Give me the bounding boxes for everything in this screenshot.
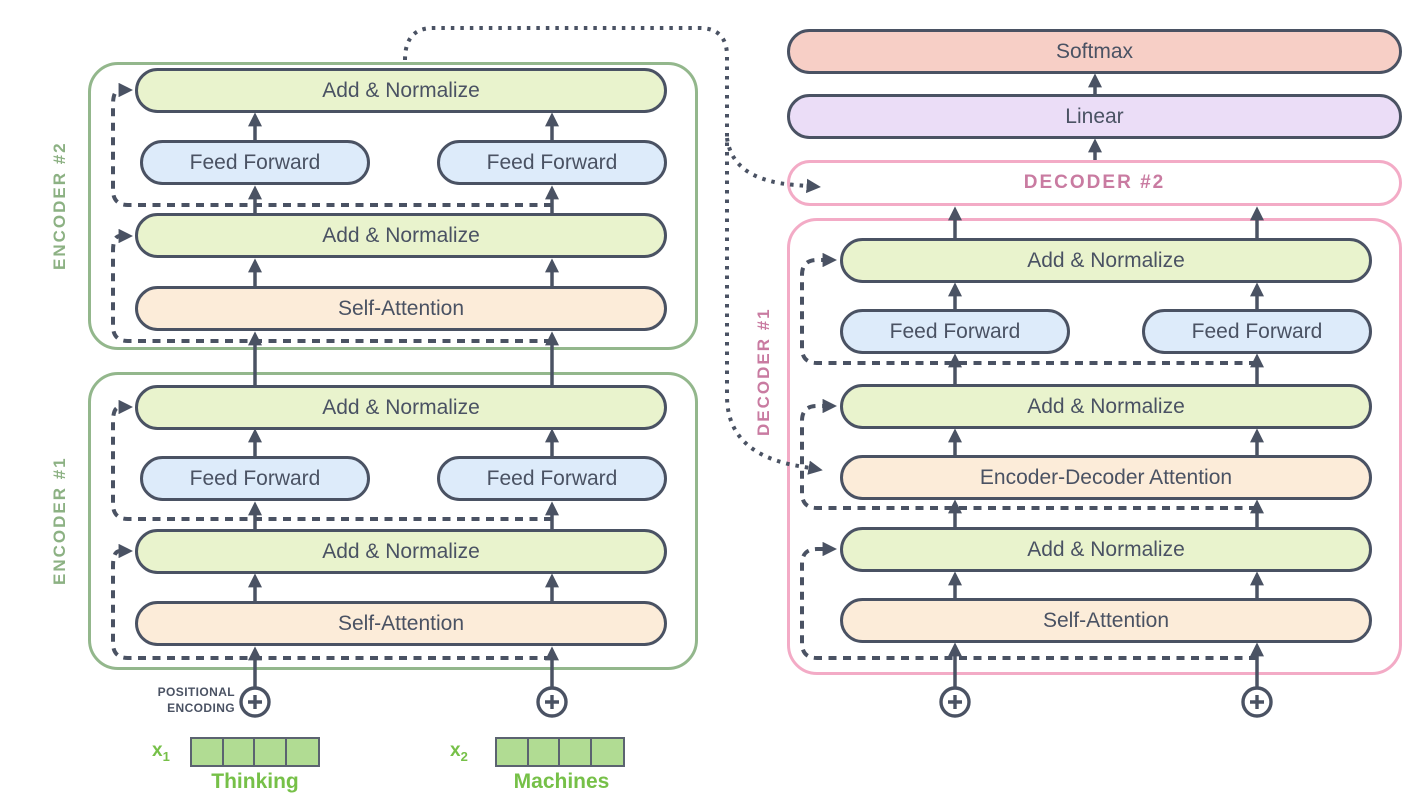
encoder2-self-attention: Self-Attention [135, 286, 667, 331]
encoder-to-decoder-dotted-connections [403, 26, 823, 475]
encoder-1-box [88, 372, 698, 670]
encoder1-feed-forward-left: Feed Forward [140, 456, 370, 501]
decoder-2-label: DECODER #2 [1023, 172, 1166, 193]
token-1-embedding-vector [190, 737, 320, 767]
decoder1-feed-forward-right: Feed Forward [1142, 309, 1372, 354]
softmax-box: Softmax [787, 29, 1402, 74]
encoder2-add-normalize-top: Add & Normalize [135, 68, 667, 113]
decoder1-add-normalize-mid: Add & Normalize [840, 384, 1372, 429]
plus-circle-icon-group [239, 686, 1273, 718]
decoder1-self-attention: Self-Attention [840, 598, 1372, 643]
decoder-1-stack-label: DECODER #1 [754, 307, 773, 437]
encoder-2-stack-label: ENCODER #2 [50, 141, 69, 271]
encoder-1-stack-label: ENCODER #1 [50, 456, 69, 586]
positional-encoding-label: POSITIONAL ENCODING [157, 685, 235, 715]
decoder-1-box [787, 218, 1402, 675]
encoder1-add-normalize-top: Add & Normalize [135, 385, 667, 430]
encoder2-add-normalize-mid: Add & Normalize [135, 213, 667, 258]
linear-box: Linear [787, 94, 1402, 139]
decoder1-encoder-decoder-attention: Encoder-Decoder Attention [840, 455, 1372, 500]
token-2-word: Machines [513, 770, 610, 793]
encoder1-self-attention: Self-Attention [135, 601, 667, 646]
decoder1-feed-forward-left: Feed Forward [840, 309, 1070, 354]
encoder1-add-normalize-mid: Add & Normalize [135, 529, 667, 574]
encoder2-feed-forward-right: Feed Forward [437, 140, 667, 185]
token-2-variable: x2 [450, 740, 468, 764]
encoder2-feed-forward-left: Feed Forward [140, 140, 370, 185]
encoder1-feed-forward-right: Feed Forward [437, 456, 667, 501]
decoder-2-box: DECODER #2 [787, 160, 1402, 206]
token-1-variable: x1 [152, 740, 170, 764]
token-1-word: Thinking [211, 770, 299, 793]
residual-skip-connections [111, 82, 1257, 660]
token-2-embedding-vector [495, 737, 625, 767]
decoder1-add-normalize-top: Add & Normalize [840, 238, 1372, 283]
encoder-2-box [88, 62, 698, 350]
flow-arrows [248, 73, 1264, 687]
decoder1-add-normalize-bottom: Add & Normalize [840, 527, 1372, 572]
